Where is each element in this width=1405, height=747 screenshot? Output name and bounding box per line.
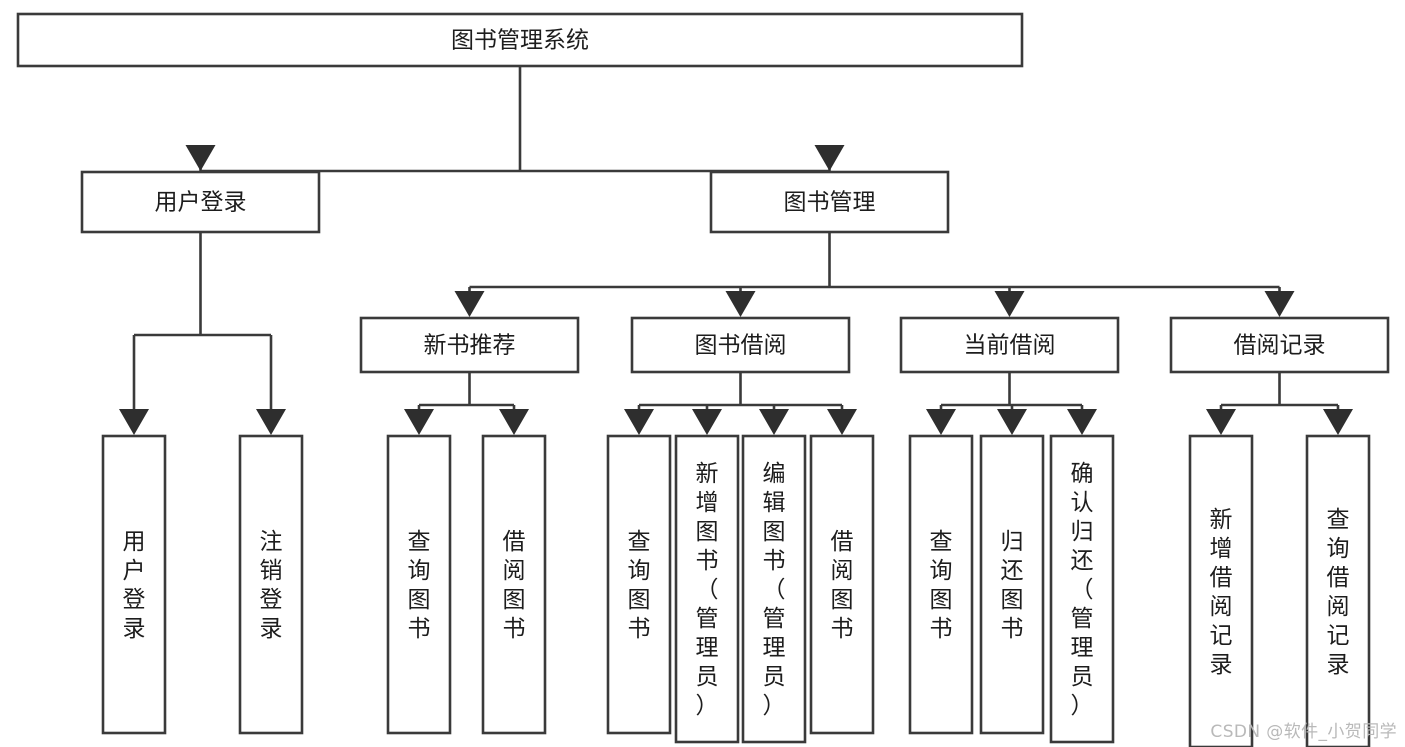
node-box — [80, 170, 321, 234]
node-l-add-record[interactable]: 新增借阅记录 — [1188, 434, 1254, 747]
arrow-head-l_confirm_return — [1067, 409, 1097, 435]
arrow-head-n_book_borrow — [725, 291, 756, 317]
watermark-label: CSDN @软件_小贺同学 — [1210, 722, 1397, 742]
node-box — [1188, 434, 1254, 747]
arrow-head-n_current_borrow — [994, 291, 1025, 317]
node-label: 查询图书 — [930, 529, 953, 642]
node-label: 注销登录 — [260, 529, 283, 642]
node-box — [359, 316, 580, 374]
node-box — [101, 434, 167, 735]
node-label: 确认归还（管理员） — [1071, 461, 1094, 719]
arrow-head-l_borrow_book_b — [827, 409, 857, 435]
node-box — [899, 316, 1120, 374]
node-l-user-logout[interactable]: 注销登录 — [238, 434, 304, 735]
node-label: 新增借阅记录 — [1210, 507, 1233, 678]
edge-layer — [119, 66, 1353, 435]
node-box — [979, 434, 1045, 735]
node-l-add-book[interactable]: 新增图书（管理员） — [674, 434, 740, 744]
node-box — [386, 434, 452, 735]
arrow-head-n_book_mgmt — [814, 145, 845, 171]
node-label: 借阅图书 — [503, 529, 526, 642]
node-n-user-login[interactable]: 用户登录 — [80, 170, 321, 234]
node-box — [606, 434, 672, 735]
node-label: 图书管理系统 — [451, 28, 589, 54]
node-label: 图书借阅 — [695, 333, 787, 359]
node-label: 借阅图书 — [831, 529, 854, 642]
node-box — [16, 12, 1024, 68]
arrow-head-l_user_logout — [256, 409, 286, 435]
arrow-head-l_query_book_c — [926, 409, 956, 435]
node-l-borrow-book-b[interactable]: 借阅图书 — [809, 434, 875, 735]
arrow-head-l_user_login — [119, 409, 149, 435]
arrow-head-l_add_record — [1206, 409, 1236, 435]
node-label: 新增图书（管理员） — [696, 461, 719, 719]
node-box — [809, 434, 875, 735]
node-l-return-book[interactable]: 归还图书 — [979, 434, 1045, 735]
node-box — [709, 170, 950, 234]
node-n-book-mgmt[interactable]: 图书管理 — [709, 170, 950, 234]
arrow-head-l_borrow_book_a — [499, 409, 529, 435]
node-box — [741, 434, 807, 744]
node-label: 新书推荐 — [424, 333, 516, 359]
node-l-query-book-a[interactable]: 查询图书 — [386, 434, 452, 735]
arrow-head-l_return_book — [997, 409, 1027, 435]
node-box — [1169, 316, 1390, 374]
arrow-head-l_query_record — [1323, 409, 1353, 435]
node-label: 图书管理 — [784, 190, 876, 216]
arrow-head-l_edit_book — [759, 409, 789, 435]
node-box — [238, 434, 304, 735]
node-l-query-record[interactable]: 查询借阅记录 — [1305, 434, 1371, 747]
node-box — [1305, 434, 1371, 747]
node-label: 借阅记录 — [1234, 333, 1326, 359]
arrow-head-n_new_book_rec — [454, 291, 485, 317]
node-label: 查询借阅记录 — [1327, 507, 1350, 678]
node-label: 查询图书 — [628, 529, 651, 642]
node-box — [1049, 434, 1115, 744]
arrow-head-n_user_login — [185, 145, 216, 171]
node-label: 编辑图书（管理员） — [763, 461, 786, 719]
node-n-borrow-record[interactable]: 借阅记录 — [1169, 316, 1390, 374]
node-label: 当前借阅 — [964, 333, 1056, 359]
node-n-new-book-rec[interactable]: 新书推荐 — [359, 316, 580, 374]
node-box — [908, 434, 974, 735]
node-label: 用户登录 — [123, 529, 146, 642]
node-box — [630, 316, 851, 374]
node-l-confirm-return[interactable]: 确认归还（管理员） — [1049, 434, 1115, 744]
node-l-query-book-c[interactable]: 查询图书 — [908, 434, 974, 735]
node-l-edit-book[interactable]: 编辑图书（管理员） — [741, 434, 807, 744]
node-label: 查询图书 — [408, 529, 431, 642]
arrow-head-l_query_book_b — [624, 409, 654, 435]
arrow-head-n_borrow_record — [1264, 291, 1295, 317]
node-label: 归还图书 — [1001, 529, 1024, 642]
arrow-head-l_query_book_a — [404, 409, 434, 435]
node-n-book-borrow[interactable]: 图书借阅 — [630, 316, 851, 374]
arrow-head-l_add_book — [692, 409, 722, 435]
node-n-current-borrow[interactable]: 当前借阅 — [899, 316, 1120, 374]
node-layer: 图书管理系统用户登录图书管理新书推荐图书借阅当前借阅借阅记录用户登录注销登录查询… — [16, 12, 1390, 747]
node-box — [481, 434, 547, 735]
node-l-query-book-b[interactable]: 查询图书 — [606, 434, 672, 735]
node-l-user-login[interactable]: 用户登录 — [101, 434, 167, 735]
node-root[interactable]: 图书管理系统 — [16, 12, 1024, 68]
node-label: 用户登录 — [155, 190, 247, 216]
node-l-borrow-book-a[interactable]: 借阅图书 — [481, 434, 547, 735]
node-box — [674, 434, 740, 744]
